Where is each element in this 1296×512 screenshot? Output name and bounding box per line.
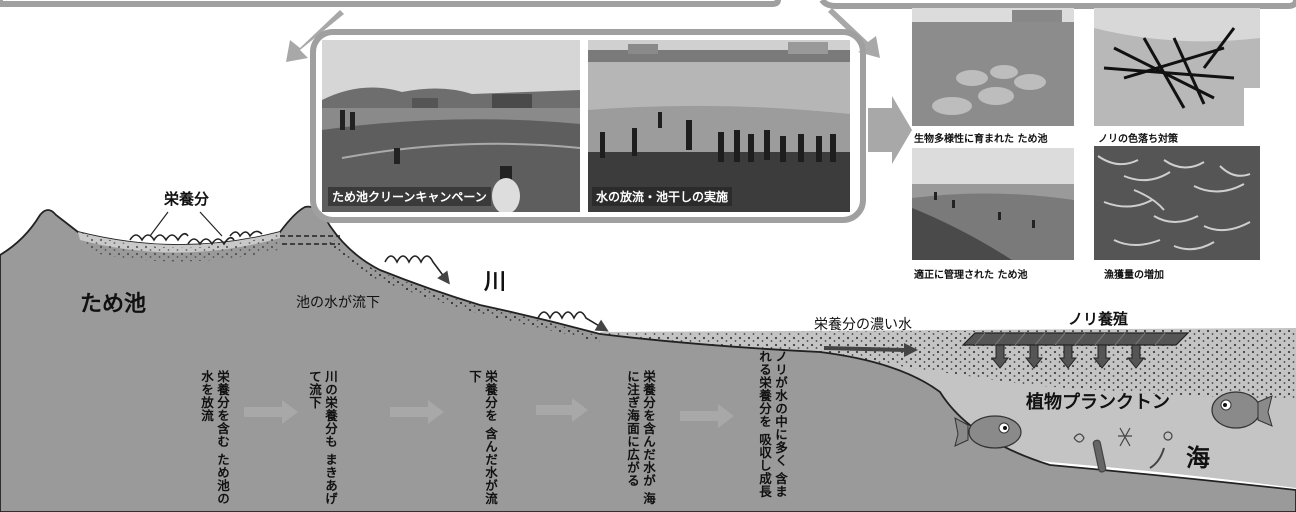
step-4-text: 栄養分を含んだ水が 海に注ぎ海面に広がる (625, 370, 656, 505)
label-nori-farm: ノリ養殖 (1068, 310, 1129, 328)
step-3-text: 栄養分を 含んだ水が流下 (467, 370, 498, 505)
caption-managed: 適正に管理された ため池 (914, 270, 1028, 281)
label-pond: ため池 (80, 292, 147, 317)
label-rich-water: 栄養分の濃い水 (814, 317, 912, 333)
step-2-text: 川の栄養分も まきあげて流下 (307, 370, 338, 505)
process-arrows (244, 398, 734, 428)
plankton-illustrations (1073, 427, 1173, 473)
step-5-text: ノリが水の中に多く 含まれる栄養分を 吸収し成長 (757, 350, 788, 498)
river-flow (326, 236, 600, 342)
label-nutrient: 栄養分 (164, 190, 210, 208)
label-phyto: 植物プランクトン (1026, 392, 1170, 413)
nutrient-swirls (129, 230, 263, 246)
nori-raft (961, 332, 1190, 369)
top-frame-right (819, 0, 1296, 9)
label-pond-flow: 池の水が流下 (296, 295, 380, 311)
swirl-arrow-1 (384, 255, 450, 285)
top-frame-left (0, 0, 781, 7)
photo-managed (912, 148, 1074, 260)
photo-biodiversity (912, 8, 1074, 126)
rich-water-arrow (823, 346, 907, 352)
photo-cleanup: ため池クリーンキャンペーン (322, 40, 580, 212)
label-river: 川 (484, 270, 507, 295)
photo-drain: 水の放流・池干しの実施 (588, 40, 850, 212)
caption-drain: 水の放流・池干しの実施 (592, 187, 733, 206)
caption-cleanup: ため池クリーンキャンペーン (328, 187, 491, 206)
fish-left-illustration (954, 415, 1022, 449)
label-sea: 海 (1186, 444, 1210, 472)
photo-nori-color (1094, 8, 1260, 126)
photo-catch (1094, 146, 1260, 260)
plankton-dots (600, 329, 1296, 400)
caption-nori-color: ノリの色落ち対策 (1098, 134, 1178, 145)
photo-frame (310, 29, 866, 223)
flow-arrows-top (286, 8, 912, 164)
fish-right-illustration (1211, 391, 1273, 429)
caption-catch: 漁獲量の増加 (1104, 270, 1164, 281)
step-1-text: 栄養分を含む ため池の水を放流 (199, 370, 230, 505)
swirl-arrow-2 (537, 311, 609, 332)
caption-biodiversity: 生物多様性に育まれた ため池 (914, 134, 1048, 145)
